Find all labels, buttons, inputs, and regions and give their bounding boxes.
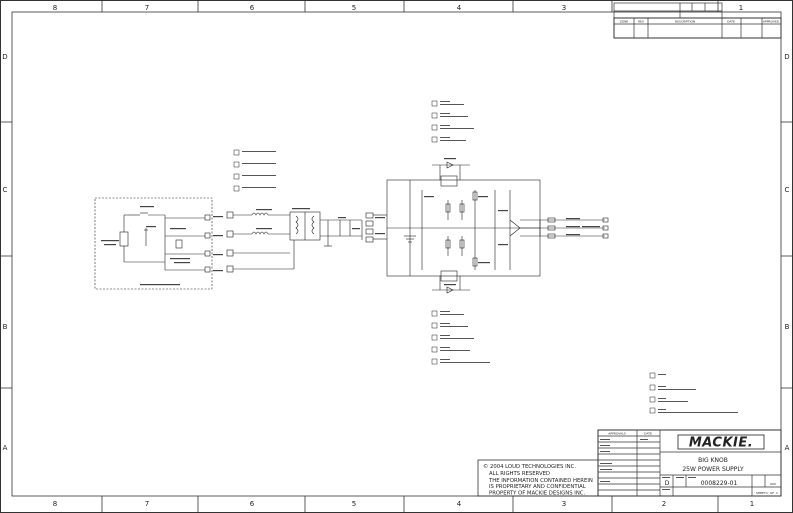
- title-block-small-text: [600, 439, 696, 490]
- title-block: [597, 429, 782, 497]
- zone-row-c-right: C: [785, 186, 790, 194]
- zone-col-4-bottom: 4: [457, 500, 462, 508]
- title-line-2: 25W POWER SUPPLY: [682, 466, 744, 473]
- zone-col-8-top: 8: [53, 4, 57, 12]
- parts-list-top: [233, 100, 438, 192]
- zone-col-6-top: 6: [250, 4, 255, 12]
- sheet-label: SHEET: [756, 491, 766, 495]
- zone-row-a-right: A: [785, 444, 790, 452]
- zone-col-5-top: 5: [352, 4, 356, 12]
- zone-col-2-bottom: 2: [662, 500, 666, 508]
- size-value: D: [665, 480, 670, 487]
- rev-header-date: DATE: [727, 20, 735, 24]
- revision-block: [613, 2, 782, 39]
- zone-col-4-top: 4: [457, 4, 462, 12]
- zone-row-a-left: A: [3, 444, 8, 452]
- row-ticks: [0, 121, 793, 389]
- schematic-circuit: [94, 161, 609, 294]
- rev-header-description: DESCRIPTION: [675, 20, 695, 24]
- copyright-box: © 2004 LOUD TECHNOLOGIES INC. ALL RIGHTS…: [477, 459, 599, 497]
- rev-header-approved: APPROVED: [763, 20, 780, 24]
- copyright-line-3: THE INFORMATION CONTAINED HEREIN: [488, 478, 593, 484]
- zone-col-5-bottom: 5: [352, 500, 356, 508]
- date-label: DATE: [644, 432, 652, 436]
- zone-column-labels-top: 8 7 6 5 4 3 1: [53, 4, 743, 12]
- copyright-line-1: © 2004 LOUD TECHNOLOGIES INC.: [483, 463, 576, 470]
- zone-col-1-bottom: 1: [750, 500, 754, 508]
- input-module-box: [94, 197, 213, 290]
- zone-col-3-top: 3: [562, 4, 566, 12]
- approvals-label: APPROVALS: [608, 432, 626, 436]
- title-line-1: BIG KNOB: [698, 457, 728, 464]
- of-label: OF: [770, 491, 774, 495]
- zone-row-b-left: B: [3, 323, 8, 331]
- zone-col-7-top: 7: [145, 4, 149, 12]
- zone-col-7-bottom: 7: [145, 500, 149, 508]
- brand-logo: MACKIE.: [689, 436, 753, 451]
- copyright-line-4: IS PROPRIETARY AND CONFIDENTIAL: [489, 484, 586, 490]
- copyright-line-5: PROPERTY OF MACKIE DESIGNS INC.: [489, 491, 585, 497]
- brand-logo-box: [677, 434, 765, 450]
- column-ticks: [101, 0, 719, 513]
- zone-row-d-right: D: [784, 53, 789, 61]
- zone-column-labels-bottom: 8 7 6 5 4 3 2 1: [53, 500, 754, 508]
- schematic-annotations: [101, 158, 600, 286]
- zone-row-labels: D D C C B B A A: [2, 53, 789, 452]
- zone-col-3-bottom: 3: [562, 500, 566, 508]
- zone-col-8-bottom: 8: [53, 500, 57, 508]
- of-value: 1: [776, 491, 778, 495]
- zone-row-d-left: D: [2, 53, 7, 61]
- parts-list-text-bottom: [440, 311, 738, 413]
- revision-headers: ZONE REV DESCRIPTION DATE APPROVED: [620, 20, 780, 24]
- parts-list-text-top: [242, 101, 474, 188]
- parts-list-bottom: [431, 310, 656, 414]
- rev-header-zone: ZONE: [620, 20, 629, 24]
- zone-col-6-bottom: 6: [250, 500, 255, 508]
- zone-row-c-left: C: [3, 186, 8, 194]
- rev-value: 000: [770, 482, 776, 486]
- rev-header-rev: REV: [638, 20, 645, 24]
- copyright-line-2: ALL RIGHTS RESERVED: [489, 471, 550, 477]
- zone-col-1-top: 1: [739, 4, 743, 12]
- inner-border: [11, 11, 782, 497]
- zone-row-b-right: B: [785, 323, 790, 331]
- sheet-value: 1: [766, 491, 768, 495]
- drawing-number: 0008229-01: [701, 480, 738, 487]
